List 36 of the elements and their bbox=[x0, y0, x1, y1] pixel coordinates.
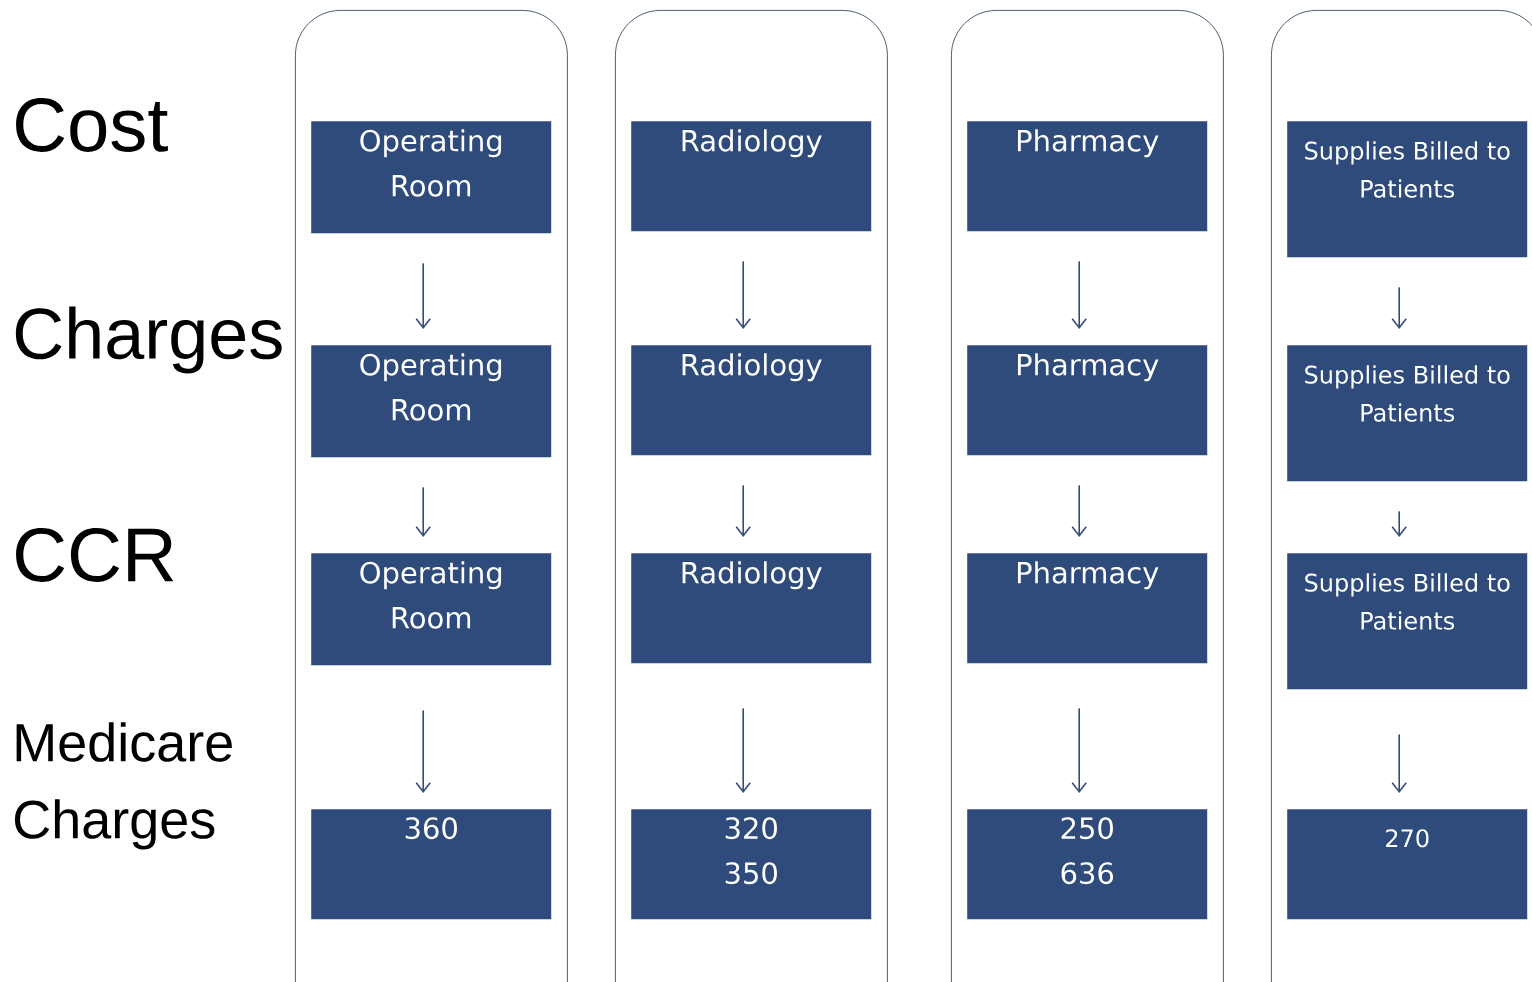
arrow bbox=[1391, 733, 1407, 793]
process-box: Radiology bbox=[631, 553, 872, 664]
row-label: Charges bbox=[15, 306, 282, 374]
process-box: Radiology bbox=[631, 345, 872, 456]
arrow bbox=[1391, 286, 1407, 329]
arrow bbox=[1071, 707, 1087, 793]
row-label: Cost bbox=[16, 98, 168, 152]
process-box: 250 636 bbox=[967, 809, 1208, 920]
process-box: Operating Room bbox=[311, 553, 552, 666]
process-box: Radiology bbox=[631, 121, 872, 232]
arrow bbox=[415, 709, 431, 793]
column-panel bbox=[615, 10, 888, 982]
process-box: 360 bbox=[311, 809, 552, 920]
row-label: Medicare Charges bbox=[14, 722, 232, 850]
process-box: Pharmacy bbox=[967, 553, 1208, 664]
arrow bbox=[415, 486, 431, 537]
column-panel bbox=[1271, 10, 1532, 982]
arrow bbox=[1071, 484, 1087, 537]
arrow bbox=[735, 484, 751, 537]
process-box: Supplies Billed to Patients bbox=[1287, 121, 1528, 258]
process-box: 270 bbox=[1287, 809, 1528, 920]
process-box: Pharmacy bbox=[967, 345, 1208, 456]
process-box: Supplies Billed to Patients bbox=[1287, 345, 1528, 482]
arrow bbox=[1071, 260, 1087, 329]
column-panel bbox=[295, 10, 568, 982]
arrow bbox=[735, 707, 751, 793]
arrow bbox=[735, 260, 751, 329]
row-label: CCR bbox=[16, 528, 174, 582]
process-box: Supplies Billed to Patients bbox=[1287, 553, 1528, 690]
column-panel bbox=[951, 10, 1224, 982]
process-box: Operating Room bbox=[311, 121, 552, 234]
process-box: Pharmacy bbox=[967, 121, 1208, 232]
process-box: Operating Room bbox=[311, 345, 552, 458]
process-box: 320 350 bbox=[631, 809, 872, 920]
arrow bbox=[415, 262, 431, 329]
arrow bbox=[1391, 510, 1407, 537]
